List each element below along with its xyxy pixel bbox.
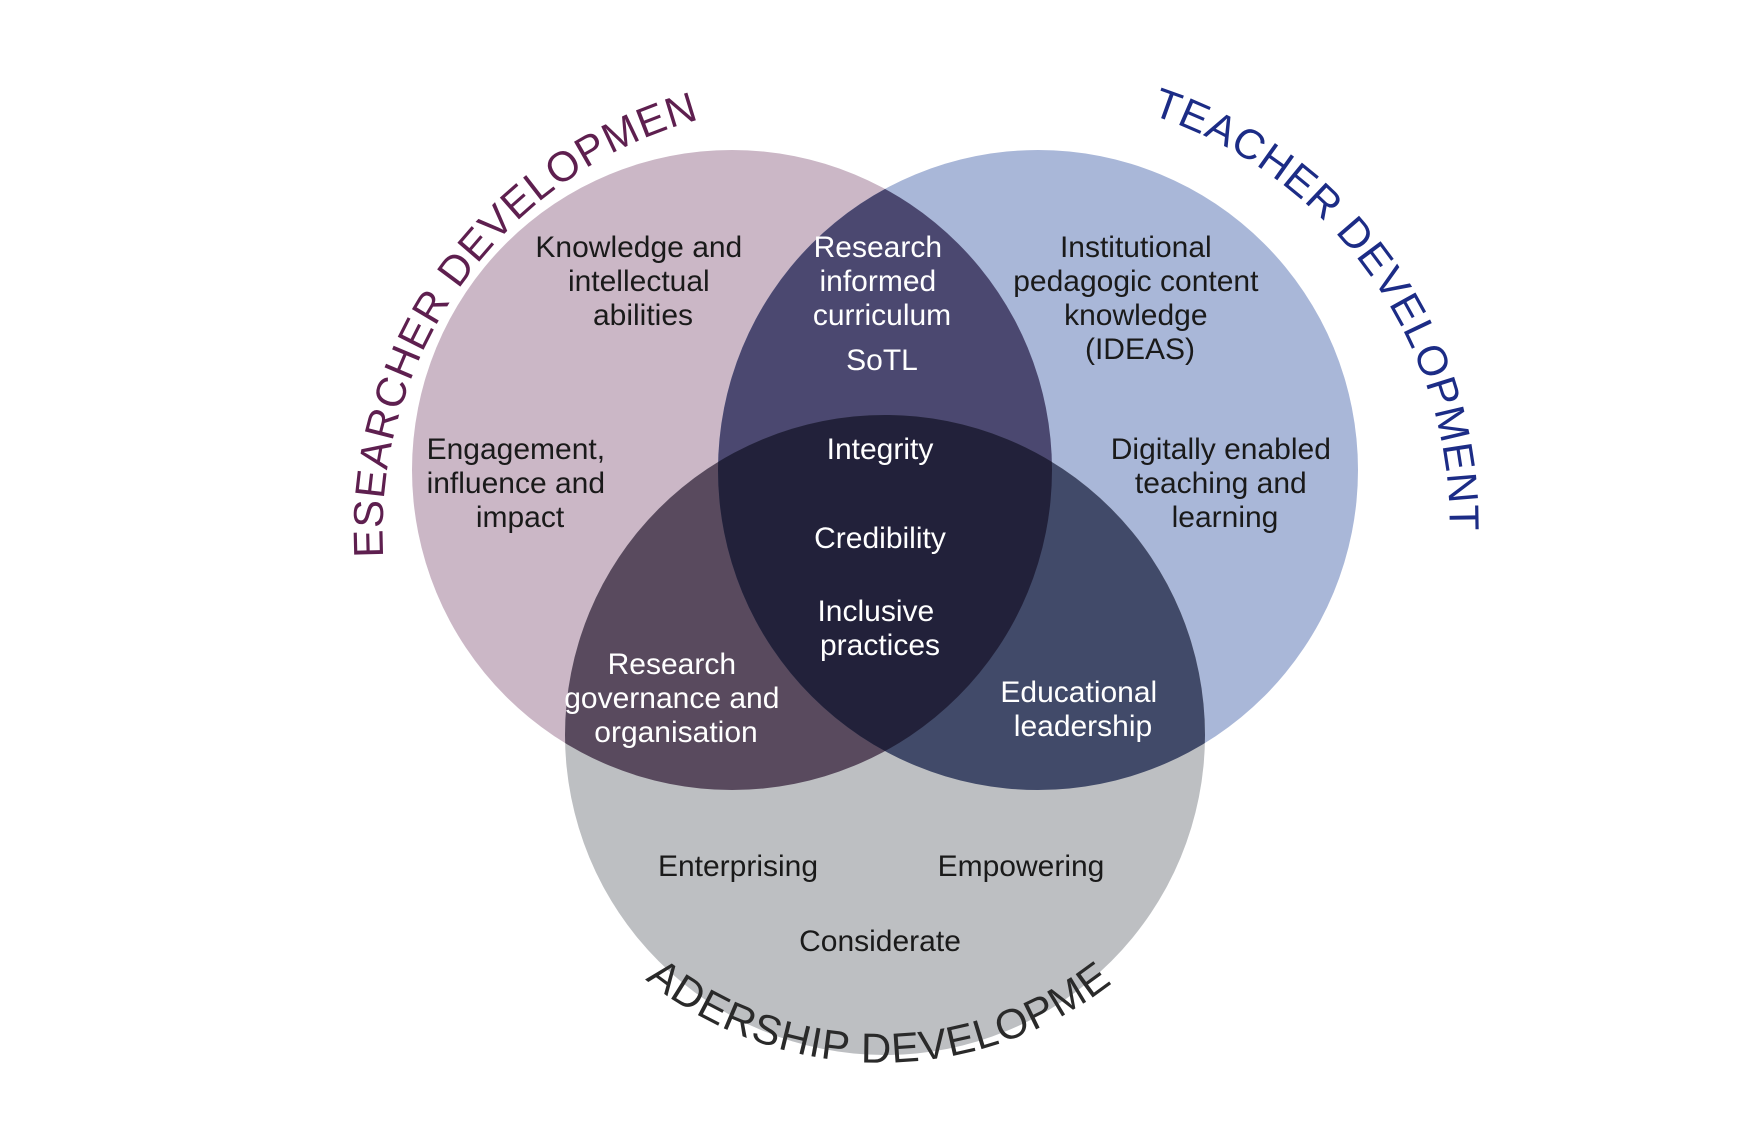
governance-label: Research governance and organisation (564, 648, 788, 749)
inclusive-label: Inclusive practices (817, 595, 942, 662)
considerate-label: Considerate (799, 925, 961, 958)
empowering-label: Empowering (938, 850, 1105, 883)
knowledge-label: Knowledge and intellectual abilities (535, 231, 750, 332)
engagement-label: Engagement, influence and impact (427, 433, 614, 534)
educational-leadership-label: Educational leadership (1000, 676, 1165, 743)
ideas-label: Institutional pedagogic content knowledg… (1013, 231, 1267, 366)
sotl-label: SoTL (846, 344, 918, 377)
credibility-label: Credibility (814, 522, 946, 555)
enterprising-label: Enterprising (658, 850, 818, 883)
curriculum-label: Research informed curriculum (813, 231, 951, 332)
digital-label: Digitally enabled teaching and learning (1111, 433, 1339, 534)
integrity-label: Integrity (827, 433, 934, 466)
